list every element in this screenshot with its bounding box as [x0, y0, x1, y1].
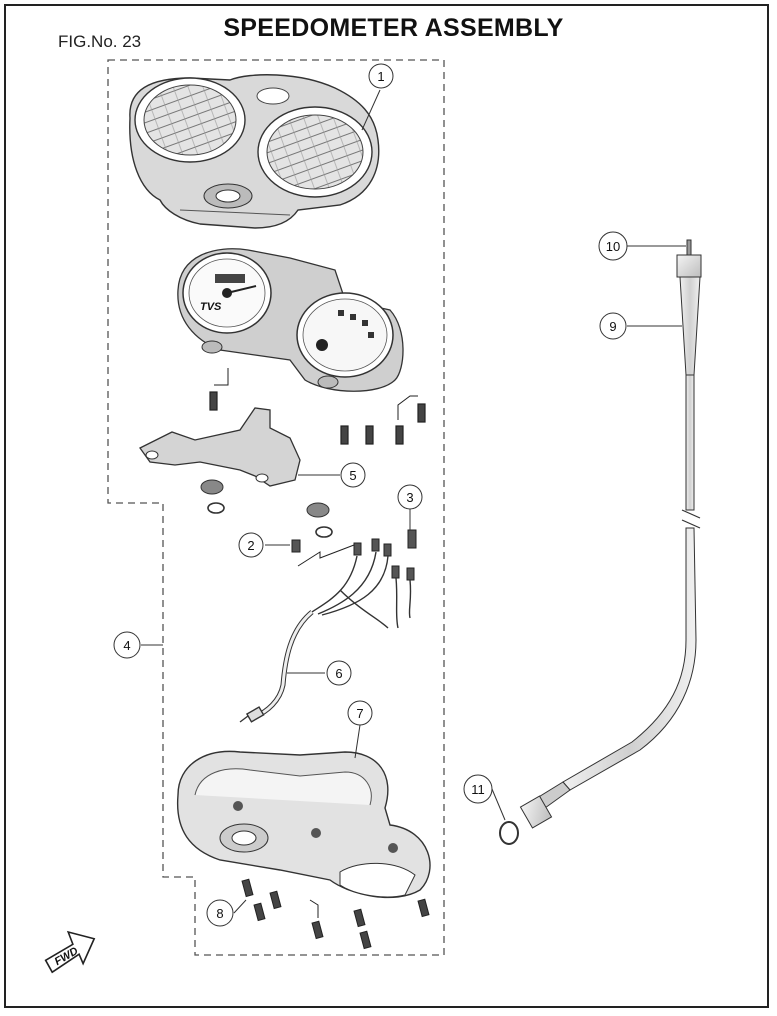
lower-case-part: [176, 750, 431, 899]
svg-text:1: 1: [377, 69, 384, 84]
svg-text:6: 6: [335, 666, 342, 681]
callout-10: 10: [598, 231, 628, 261]
speedometer-cable-part: [499, 239, 702, 845]
callout-leaders: [141, 89, 686, 914]
svg-text:9: 9: [609, 319, 616, 334]
svg-text:5: 5: [349, 468, 356, 483]
svg-text:3: 3: [406, 490, 413, 505]
svg-text:7: 7: [356, 706, 363, 721]
callout-4: 4: [113, 631, 141, 659]
callout-11: 11: [463, 774, 493, 804]
callout-5: 5: [340, 462, 366, 488]
wiring-harness-part: [239, 551, 412, 723]
callout-6: 6: [326, 660, 352, 686]
callout-2: 2: [238, 532, 264, 558]
mounting-bracket-part: [139, 407, 333, 538]
callout-7: 7: [347, 700, 373, 726]
svg-text:4: 4: [123, 638, 130, 653]
fwd-label: FWD: [53, 945, 81, 968]
instrument-screws: [209, 368, 426, 445]
callout-1: 1: [368, 63, 394, 89]
diagram-border: [4, 4, 769, 1008]
diagram-title: SPEEDOMETER ASSEMBLY: [223, 14, 564, 42]
callout-9: 9: [599, 312, 627, 340]
svg-text:10: 10: [606, 239, 620, 254]
svg-text:11: 11: [471, 782, 485, 797]
case-screws: [241, 878, 430, 950]
fwd-arrow-icon: FWD: [44, 930, 96, 974]
svg-text:8: 8: [216, 906, 223, 921]
callout-3: 3: [397, 484, 423, 510]
instrument-cluster: TVS: [177, 248, 404, 392]
svg-text:2: 2: [247, 538, 254, 553]
upper-cover-part: [129, 74, 380, 229]
bulb-sockets: [291, 529, 417, 581]
figure-number: FIG.No. 23: [58, 32, 142, 51]
dial-brand-text: TVS: [200, 301, 222, 313]
callout-8: 8: [206, 899, 234, 927]
